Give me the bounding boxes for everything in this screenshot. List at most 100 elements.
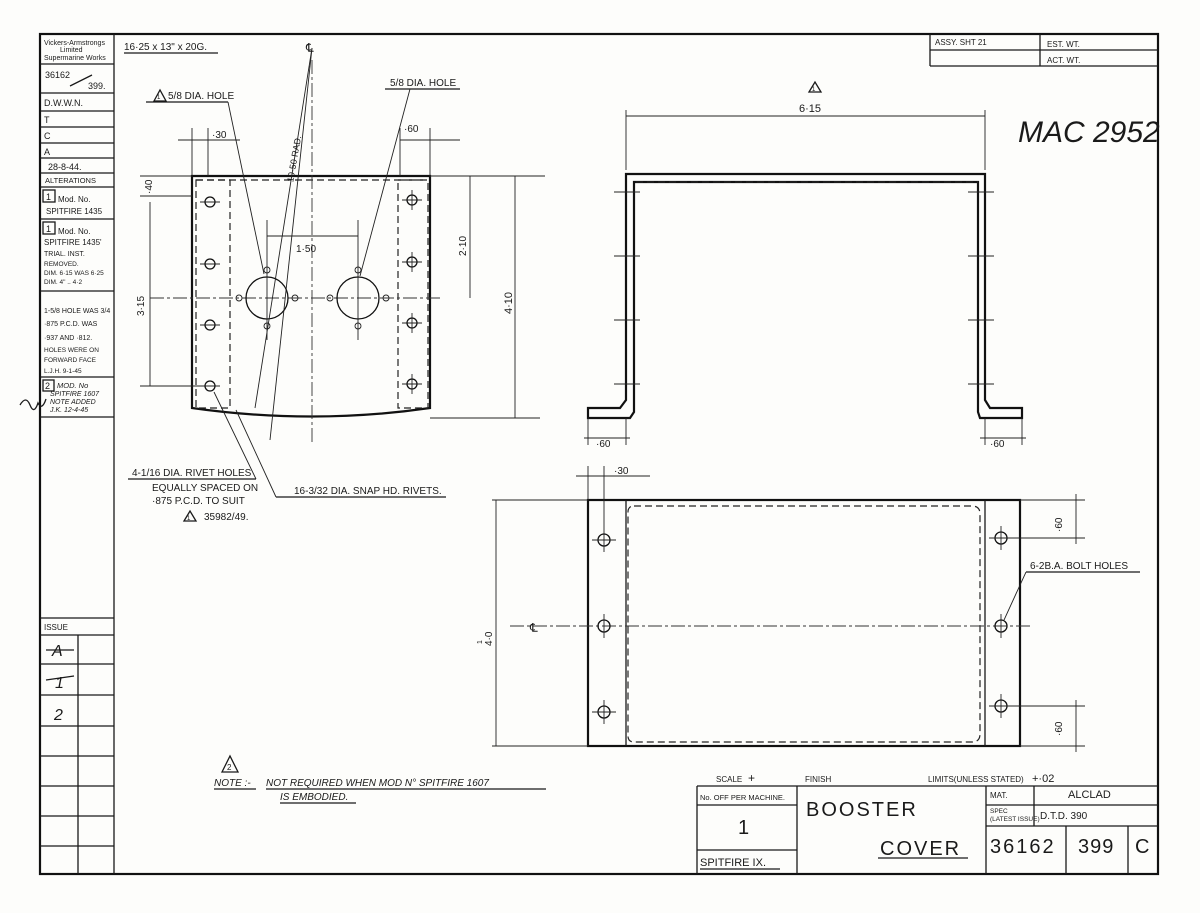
dim-040: ·40 [144, 179, 155, 194]
note-line-2: IS EMBODIED. [280, 792, 348, 803]
dim-410: 4·10 [503, 292, 515, 314]
dim-210: 2·10 [458, 236, 469, 256]
bolt-holes-right [989, 526, 1013, 718]
no-off-value: 1 [738, 817, 749, 839]
rivet-holes-line-2: EQUALLY SPACED ON [152, 483, 258, 494]
alt2-line-4: REMOVED. [44, 261, 79, 268]
alt2-line-5: DIM. 6·15 WAS 6·25 [44, 270, 104, 277]
spec-label-2: (LATEST ISSUE) [990, 816, 1040, 823]
note-line-1: NOT REQUIRED WHEN MOD N° SPITFIRE 1607 [266, 778, 489, 789]
alt4-line-2: SPITFIRE 1607 [50, 391, 100, 398]
bolt-holes-left [592, 528, 616, 724]
dim-060-left: ·60 [596, 439, 611, 450]
left-sheet-no: 399. [88, 81, 106, 91]
spec-label-1: SPEC [990, 808, 1008, 815]
sheet-number: 399 [1078, 836, 1114, 858]
alt3-line-2: ·875 P.C.D. WAS [44, 321, 98, 328]
dim-40-plan: 4·0 [484, 631, 495, 646]
material-size-note: 16·25 x 13" x 20G. [124, 42, 207, 53]
drawing-date: 28-8-44. [48, 162, 82, 172]
hole-b-callout: 5/8 DIA. HOLE [390, 78, 456, 89]
limits-value: +·02 [1032, 773, 1054, 785]
dwwn-label: D.W.W.N. [44, 98, 83, 108]
issue-a: A [51, 643, 63, 660]
note-block: 2 NOTE :- NOT REQUIRED WHEN MOD N° SPITF… [214, 754, 546, 804]
dim-315: 3·15 [136, 296, 147, 316]
part-name-line-1: BOOSTER [806, 799, 918, 821]
a-label: A [44, 147, 50, 157]
company-line-3: Supermarine Works [44, 55, 106, 62]
issue-label: ISSUE [44, 623, 68, 632]
rivet-holes-right [402, 190, 422, 394]
limits-label: LIMITS(UNLESS STATED) [928, 775, 1024, 784]
d615-mark: 1 [812, 87, 816, 93]
rivet-holes-line-4: 35982/49. [204, 512, 249, 523]
note-mark: 2 [227, 763, 232, 772]
note-label: NOTE :- [214, 778, 251, 789]
finish-label: FINISH [805, 775, 831, 784]
part-name-line-2: COVER [880, 838, 961, 860]
dim-060-right: ·60 [990, 439, 1005, 450]
hole-a-callout: 5/8 DIA. HOLE [168, 91, 234, 102]
signature-mark [19, 398, 47, 411]
handwritten-reference: MAC 2952 [1018, 116, 1160, 149]
bolt-holes-callout: 6-2B.A. BOLT HOLES [1030, 561, 1128, 572]
alt2-line-1: Mod. No. [58, 227, 90, 236]
company-line-1: Vickers-Armstrongs [44, 40, 105, 47]
alt1-line-1: Mod. No. [58, 195, 90, 204]
bottom-title-block: SCALE + FINISH LIMITS(UNLESS STATED) +·0… [696, 771, 1158, 874]
top-right-block: ASSY. SHT 21 EST. WT. ACT. WT. [929, 34, 1158, 67]
alt-mark-2: 2 [45, 381, 50, 391]
front-view-callouts: 1 5/8 DIA. HOLE 5/8 DIA. HOLE 4-1/16 DIA… [128, 78, 460, 523]
rivet-mark: 1 [187, 516, 191, 522]
alt2-line-6: DIM. 4" .. 4·2 [44, 279, 82, 286]
issue-2: 2 [53, 707, 63, 724]
alt4-line-1: MOD. No [57, 381, 88, 390]
scale-value: + [748, 771, 755, 785]
rivet-holes-line-3: ·875 P.C.D. TO SUIT [152, 496, 245, 507]
dim-40-plan-mark: 1 [477, 640, 484, 644]
snap-rivets-callout: 16-3/32 DIA. SNAP HD. RIVETS. [294, 486, 442, 497]
centre-line-mark-top: ℄ [305, 41, 314, 55]
dim-030-top: ·30 [212, 130, 227, 141]
alt3-line-6: L.J.H. 9-1-45 [44, 368, 82, 375]
dim-060-top: ·60 [404, 124, 419, 135]
alt3-line-1: 1-5/8 HOLE WAS 3/4 [44, 308, 110, 315]
dim-060-plan-bot: ·60 [1054, 721, 1065, 736]
mat-value: ALCLAD [1068, 789, 1111, 801]
front-view: ·30 ·60 1·50 ·40 3·15 2·10 4·10 10·50 RA… [136, 41, 545, 445]
centre-line-mark-plan: ℄ [529, 621, 538, 635]
drawing-number: 36162 [990, 836, 1056, 858]
plan-view: ℄ ·30 ·60 ·60 4·0 1 6-2B.A. BOLT HOLES [477, 466, 1140, 752]
alt-mark-1b: 1 [46, 224, 51, 234]
dim-060-plan-top: ·60 [1054, 517, 1065, 532]
t-label: T [44, 115, 50, 125]
scale-label: SCALE [716, 775, 742, 784]
alt2-line-3: TRIAL. INST. [44, 251, 85, 258]
issue-letter: C [1135, 836, 1149, 858]
no-off-label: No. OFF PER MACHINE. [700, 793, 785, 802]
left-title-column: Vickers-Armstrongs Limited Supermarine W… [19, 40, 114, 874]
alt3-line-5: FORWARD FACE [44, 357, 97, 364]
spec-value: D.T.D. 390 [1040, 811, 1088, 822]
hole-a-mark: 1 [157, 95, 161, 101]
assy-sheet: ASSY. SHT 21 [935, 38, 987, 47]
issue-1: 1 [55, 675, 64, 692]
act-wt-label: ACT. WT. [1047, 56, 1080, 65]
alt3-line-4: HOLES WERE ON [44, 347, 99, 354]
alt4-line-4: J.K. 12-4-45 [49, 407, 88, 414]
outer-border [38, 32, 1160, 876]
alterations-label: ALTERATIONS [45, 176, 96, 185]
side-view: 1 6·15 ·60 ·60 [584, 80, 1026, 450]
aircraft-name: SPITFIRE IX. [700, 857, 766, 869]
alt4-line-3: NOTE ADDED [50, 399, 96, 406]
dim-150: 1·50 [296, 244, 316, 255]
company-line-2: Limited [60, 47, 83, 54]
alt1-line-2: SPITFIRE 1435 [46, 207, 103, 216]
rivet-holes-left [200, 196, 220, 392]
alt2-line-2: SPITFIRE 1435' [44, 238, 102, 247]
c-label: C [44, 131, 51, 141]
est-wt-label: EST. WT. [1047, 40, 1080, 49]
left-drawing-no: 36162 [45, 70, 70, 80]
